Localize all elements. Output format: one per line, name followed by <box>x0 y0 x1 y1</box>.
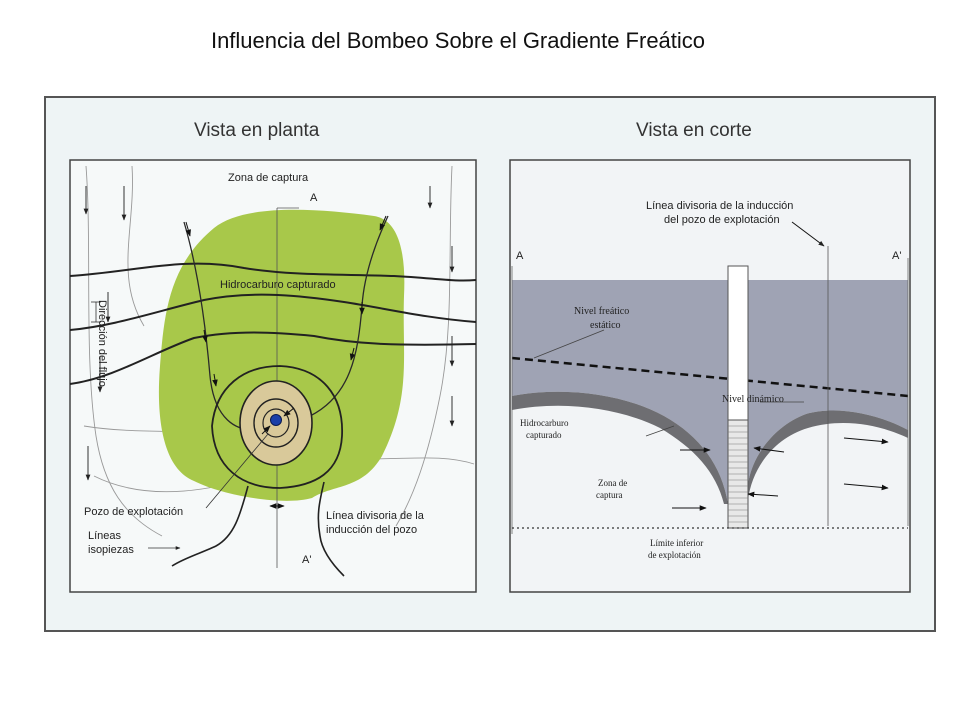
isopieza-lines <box>69 262 477 385</box>
lineas-isopiezas-label-1: Líneas <box>88 530 122 542</box>
pozo-explotacion-label: Pozo de explotación <box>84 506 184 518</box>
section-a-prime-label-plan: A' <box>302 554 312 566</box>
hidrocarburo-section-label-2: capturado <box>526 430 562 440</box>
well-point <box>270 414 282 426</box>
vadose-zone <box>512 280 908 504</box>
static-water-table <box>511 356 909 398</box>
well-screen <box>727 419 749 529</box>
nivel-dinamico-label: Nivel dinámico <box>722 394 784 405</box>
convergence-arrows <box>185 215 387 387</box>
divisoria-section-label-1: Línea divisoria de la inducción <box>646 200 794 212</box>
zona-captura-section-label-1: Zona de <box>598 478 628 488</box>
divisoria-lines-plan <box>171 481 345 577</box>
direccion-flujo-label: Dirección del flujo <box>96 300 108 387</box>
limite-inferior-label-2: de explotación <box>648 550 701 560</box>
well-drawdown-ring <box>211 365 343 489</box>
section-a-label: A <box>516 250 524 262</box>
hidrocarburo-label-plan: Hidrocarburo capturado <box>220 279 336 291</box>
divisoria-plan-label-1: Línea divisoria de la <box>326 510 424 522</box>
cone-band-left <box>512 391 728 504</box>
divisoria-plan-label-2: inducción del pozo <box>326 524 418 536</box>
slide-title: Influencia del Bombeo Sobre el Gradiente… <box>210 28 706 53</box>
plan-flow-arrows <box>83 186 455 481</box>
lineas-isopiezas-label-2: isopiezas <box>88 544 134 556</box>
hidrocarburo-section-label-1: Hidrocarburo <box>520 418 569 428</box>
plan-view-heading: Vista en planta <box>194 120 320 141</box>
well-casing <box>727 265 749 435</box>
diagram-graphics <box>44 96 936 632</box>
section-flow-arrows <box>672 221 889 511</box>
nivel-estatico-label-1: Nivel freático <box>574 306 630 317</box>
zona-captura-label: Zona de captura <box>228 172 309 184</box>
section-a-prime-label: A' <box>892 250 902 262</box>
limite-inferior-label-1: Límite inferior <box>650 538 704 548</box>
diagram-figure: Vista en planta Zona de captura A Hidroc… <box>44 96 936 632</box>
zona-captura-section-label-2: captura <box>596 490 623 500</box>
section-a-label-plan: A <box>310 192 318 204</box>
section-view-heading: Vista en corte <box>636 120 752 141</box>
nivel-estatico-label-2: estático <box>590 320 621 331</box>
cone-band-right <box>748 410 908 500</box>
divisoria-section-label-2: del pozo de explotación <box>664 214 780 226</box>
